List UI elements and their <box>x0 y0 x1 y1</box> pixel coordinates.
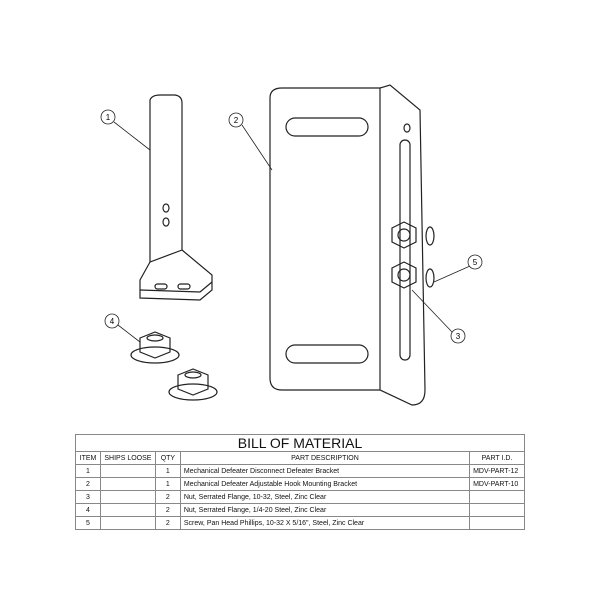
item: 4 <box>75 503 101 517</box>
svg-text:1: 1 <box>106 113 111 122</box>
header-description: PART DESCRIPTION <box>179 451 471 465</box>
ships-loose <box>99 464 156 478</box>
item: 3 <box>75 490 101 504</box>
exploded-assembly-drawing: 1 2 3 4 5 <box>100 84 483 406</box>
svg-text:2: 2 <box>234 116 239 125</box>
table-title: BILL OF MATERIAL <box>75 434 525 452</box>
header-qty: QTY <box>154 451 181 465</box>
description: Mechanical Defeater Disconnect Defeater … <box>179 464 471 478</box>
part-id <box>469 516 525 530</box>
item: 2 <box>75 477 101 491</box>
qty: 2 <box>154 503 181 517</box>
balloon-5: 5 <box>467 254 483 270</box>
header-ships-loose: SHIPS LOOSE <box>99 451 156 465</box>
item: 1 <box>75 464 101 478</box>
svg-text:4: 4 <box>110 317 115 326</box>
part-2-hook-mounting-bracket <box>269 84 426 406</box>
ships-loose <box>99 490 156 504</box>
part-id: MDV-PART-12 <box>469 464 525 478</box>
part-id <box>469 503 525 517</box>
svg-text:5: 5 <box>473 258 478 267</box>
ships-loose <box>99 516 156 530</box>
part-id: MDV-PART-10 <box>469 477 525 491</box>
qty: 2 <box>154 490 181 504</box>
description: Mechanical Defeater Adjustable Hook Moun… <box>179 477 471 491</box>
balloon-1: 1 <box>100 109 116 125</box>
ships-loose <box>99 477 156 491</box>
qty: 1 <box>154 477 181 491</box>
bill-of-material-table: BILL OF MATERIAL ITEM SHIPS LOOSE QTY PA… <box>75 434 525 530</box>
balloon-2: 2 <box>228 112 244 128</box>
part-id <box>469 490 525 504</box>
header-row: ITEM SHIPS LOOSE QTY PART DESCRIPTION PA… <box>75 451 525 465</box>
item: 5 <box>75 516 101 530</box>
part-4-loose-nuts <box>130 331 218 401</box>
part-3-nuts-on-bracket <box>391 221 435 289</box>
qty: 1 <box>154 464 181 478</box>
description: Nut, Serrated Flange, 10-32, Steel, Zinc… <box>179 490 471 504</box>
description: Screw, Pan Head Phillips, 10-32 X 5/16",… <box>179 516 471 530</box>
part-1-defeater-bracket <box>139 94 213 301</box>
qty: 2 <box>154 516 181 530</box>
balloon-3: 3 <box>450 328 466 344</box>
ships-loose <box>99 503 156 517</box>
header-part-id: PART I.D. <box>469 451 525 465</box>
balloon-4: 4 <box>104 313 120 329</box>
description: Nut, Serrated Flange, 1/4-20 Steel, Zinc… <box>179 503 471 517</box>
header-item: ITEM <box>75 451 101 465</box>
svg-text:3: 3 <box>456 332 461 341</box>
